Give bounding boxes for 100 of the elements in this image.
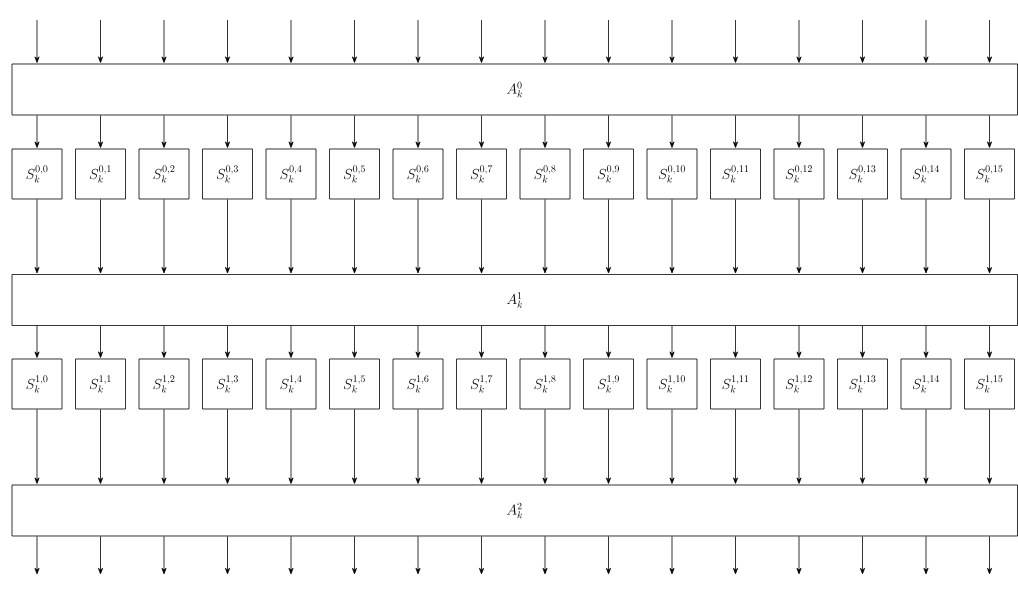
arrow [415,115,421,148]
arrow [352,19,357,63]
arrow [923,325,929,358]
layer-bar: $A_k^{1}$ [11,274,1018,326]
arrow [796,409,802,484]
arrow [479,115,484,148]
arrow [796,536,802,575]
s-box: $S_k^{1,9}$ [583,358,634,410]
arrow [415,536,421,575]
s-box: $S_k^{0,6}$ [392,148,444,200]
layer-bar: $A_k^{0}$ [11,63,1018,116]
arrow [606,199,611,274]
s-box: $S_k^{1,3}$ [202,358,253,410]
s-box: $S_k^{1,1}$ [75,358,126,410]
s-box: $S_k^{0,13}$ [837,148,888,200]
s-box: $S_k^{1,15}$ [964,358,1015,410]
s-box: $S_k^{0,9}$ [583,148,634,200]
arrow [542,409,548,484]
s-box: $S_k^{0,15}$ [964,148,1015,200]
arrow [860,536,865,575]
arrow [923,409,929,484]
arrow [34,115,40,148]
arrow [352,115,357,148]
arrow [352,536,357,575]
arrow [669,19,675,63]
arrow [733,325,738,358]
arrow [225,199,230,274]
arrow [669,536,675,575]
arrow [923,115,929,148]
arrow [98,199,103,274]
arrow [34,409,40,484]
s-box: $S_k^{1,7}$ [456,358,507,410]
arrow [796,325,802,358]
arrow [733,115,738,148]
arrow [669,199,675,274]
arrow [923,19,929,63]
arrow [479,19,484,63]
s-box: $S_k^{1,4}$ [265,358,317,410]
arrow [923,536,929,575]
s-box: $S_k^{0,11}$ [710,148,761,200]
s-box: $S_k^{0,10}$ [646,148,698,200]
arrow [860,19,865,63]
arrow [479,325,484,358]
arrow [987,199,992,274]
arrow [225,19,230,63]
arrow [860,115,865,148]
s-box: $S_k^{1,6}$ [392,358,444,410]
s-box: $S_k^{0,0}$ [11,148,63,200]
arrow [860,325,865,358]
s-box: $S_k^{0,3}$ [202,148,253,200]
arrow [733,536,738,575]
arrow [161,115,167,148]
arrow [34,325,40,358]
arrow [479,536,484,575]
arrow [733,19,738,63]
arrow [288,409,294,484]
s-box: $S_k^{1,11}$ [710,358,761,410]
arrow [733,409,738,484]
s-box: $S_k^{0,1}$ [75,148,126,200]
s-box: $S_k^{1,0}$ [11,358,63,410]
arrow [415,325,421,358]
arrow [479,199,484,274]
arrow [98,19,103,63]
s-box: $S_k^{1,13}$ [837,358,888,410]
arrow [669,115,675,148]
s-box: $S_k^{1,5}$ [329,358,380,410]
s-box: $S_k^{1,12}$ [773,358,825,410]
arrow [98,115,103,148]
s-box: $S_k^{0,4}$ [265,148,317,200]
s-box: $S_k^{0,8}$ [519,148,571,200]
s-box: $S_k^{1,2}$ [138,358,190,410]
arrow [987,19,992,63]
layer-bar: $A_k^{2}$ [11,484,1018,537]
arrow [606,409,611,484]
arrow [987,409,992,484]
arrow [288,325,294,358]
arrow [288,536,294,575]
arrow [669,409,675,484]
arrow [161,199,167,274]
arrow [225,325,230,358]
arrow [733,199,738,274]
s-box: $S_k^{0,12}$ [773,148,825,200]
arrow [606,115,611,148]
arrow [415,409,421,484]
arrow [542,115,548,148]
arrow [161,536,167,575]
arrow [542,199,548,274]
arrow [98,536,103,575]
arrow [225,536,230,575]
arrow [860,199,865,274]
arrow [606,325,611,358]
arrow [987,325,992,358]
arrow [288,199,294,274]
s-box: $S_k^{1,8}$ [519,358,571,410]
arrow [479,409,484,484]
arrow [352,409,357,484]
arrow [98,409,103,484]
arrow [796,19,802,63]
arrow [669,325,675,358]
arrow [542,19,548,63]
